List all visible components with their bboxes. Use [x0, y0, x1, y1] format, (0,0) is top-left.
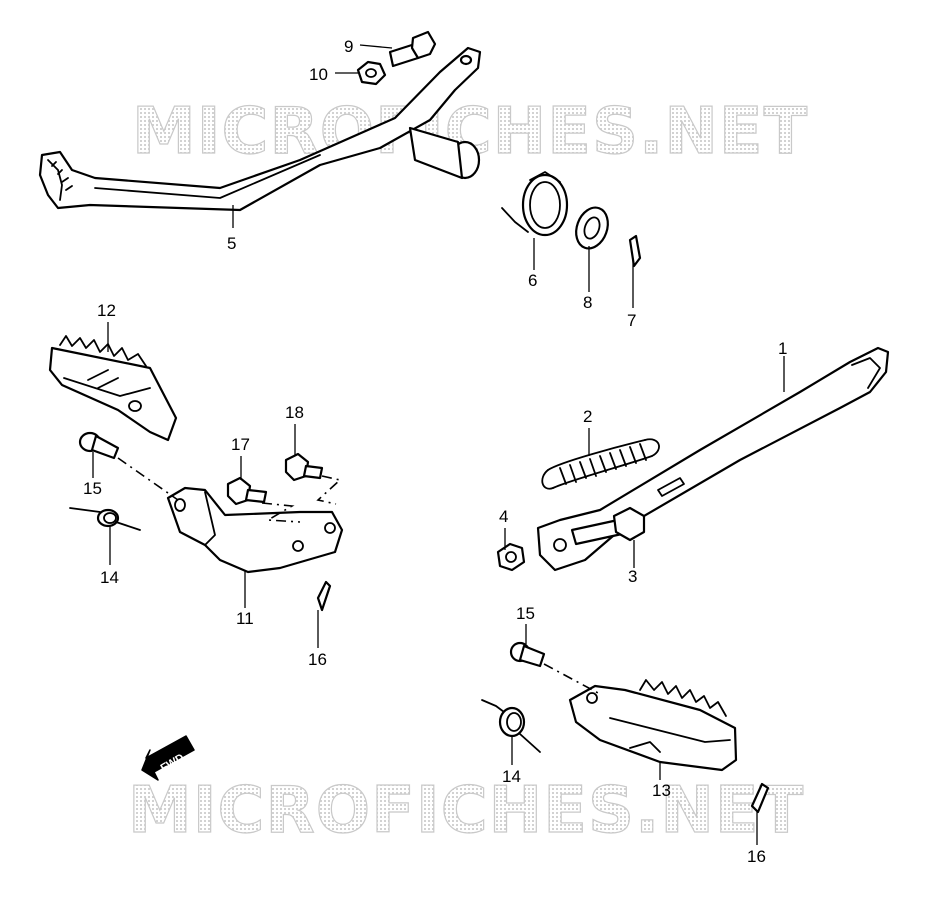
callout-4: 4 [499, 507, 508, 526]
part-4-nut [496, 542, 526, 572]
callout-16-left: 16 [308, 650, 327, 669]
part-3-pivot-bolt [570, 506, 646, 546]
part-17-bolt [226, 476, 268, 506]
part-18-bolt [284, 452, 324, 482]
assembly-line-left-pin [117, 457, 179, 501]
callout-2: 2 [583, 407, 592, 426]
callout-5: 5 [227, 234, 236, 253]
callout-15-left: 15 [83, 479, 102, 498]
part-15-pin-right [509, 641, 546, 668]
part-2-stand-spring [541, 438, 660, 490]
part-6-return-spring [501, 171, 569, 237]
callout-13: 13 [652, 781, 671, 800]
callout-6: 6 [528, 271, 537, 290]
assembly-line-bolt-18 [316, 475, 342, 505]
part-9-bolt [388, 30, 437, 68]
part-13-footrest-right [568, 679, 738, 772]
part-15-pin-left [78, 431, 120, 460]
callout-8: 8 [583, 293, 592, 312]
part-5-brake-pedal [38, 46, 482, 212]
callout-15-right: 15 [516, 604, 535, 623]
callout-12: 12 [97, 301, 116, 320]
callout-3: 3 [628, 567, 637, 586]
assembly-line-bolt-17 [261, 502, 301, 523]
assembly-line-right-pin [543, 663, 601, 695]
callout-16-right: 16 [747, 847, 766, 866]
callout-14-left: 14 [100, 568, 119, 587]
callout-10: 10 [309, 65, 328, 84]
part-8-washer [575, 206, 609, 250]
part-16-cotter-pin-right [750, 782, 770, 814]
part-11-footrest-bracket [166, 486, 344, 574]
part-16-cotter-pin-left [316, 580, 332, 612]
part-14-spring-right [481, 699, 541, 753]
callout-14-right: 14 [502, 767, 521, 786]
callouts: 1 2 3 4 5 6 7 8 9 10 11 12 13 14 14 15 1… [83, 37, 787, 866]
callout-9: 9 [344, 37, 353, 56]
part-10-nut [356, 60, 387, 86]
callout-1: 1 [778, 339, 787, 358]
watermark-top: MICROFICHES.NET [132, 95, 808, 169]
part-7-cotter-pin [628, 234, 642, 268]
callout-11: 11 [236, 609, 254, 628]
part-14-spring-left [69, 507, 141, 531]
callout-18: 18 [285, 403, 304, 422]
leader-lines [92, 44, 785, 845]
callout-17: 17 [231, 435, 250, 454]
watermark-bottom: MICROFICHES.NET [128, 774, 804, 848]
callout-7: 7 [627, 311, 636, 330]
part-12-footrest-left [48, 335, 178, 442]
